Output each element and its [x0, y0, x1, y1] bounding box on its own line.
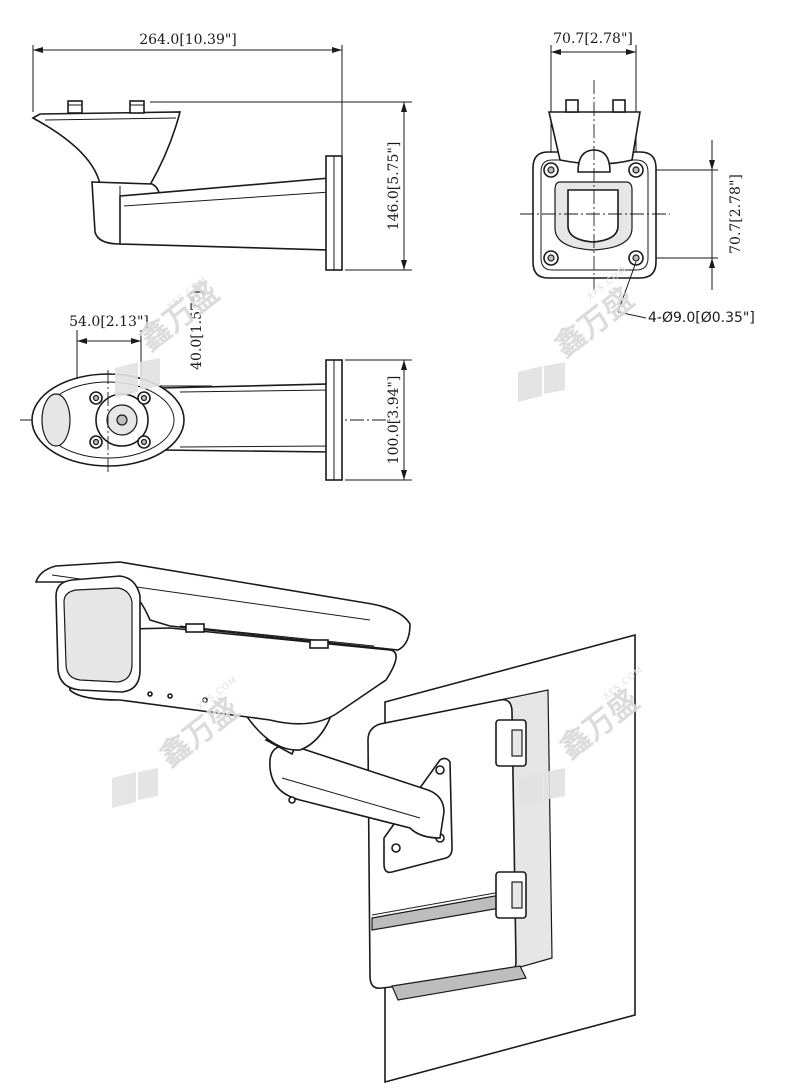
- dim-mount-hole-spacing: 54.0[2.13"]: [69, 314, 149, 330]
- dim-plate-width: 100.0[3.94"]: [386, 376, 402, 465]
- callout-mounting-holes: 4-Ø9.0[Ø0.35"]: [648, 310, 755, 326]
- watermark-1: 鑫万盛 XFS.COM: [115, 275, 226, 398]
- isometric-view: [34, 561, 636, 1084]
- dim-hole-spacing-vertical: 70.7[2.78"]: [728, 174, 744, 254]
- dim-overall-length: 264.0[10.39"]: [139, 32, 237, 48]
- dim-arm-width: 40.0[1.57"]: [189, 290, 205, 370]
- side-view: 264.0[10.39"] 146.0[5.75"]: [31, 32, 412, 271]
- dim-hole-spacing-horizontal: 70.7[2.78"]: [553, 31, 633, 47]
- watermark-2: 鑫万盛 XFS.COM: [518, 265, 641, 402]
- front-view: 70.7[2.78"] 70.7[2.78"] 4-Ø9.: [520, 31, 755, 326]
- bottom-view: 54.0[2.13"] 40.0[1.57"] 100.0[3.94"]: [20, 290, 412, 481]
- dim-overall-height: 146.0[5.75"]: [386, 142, 402, 231]
